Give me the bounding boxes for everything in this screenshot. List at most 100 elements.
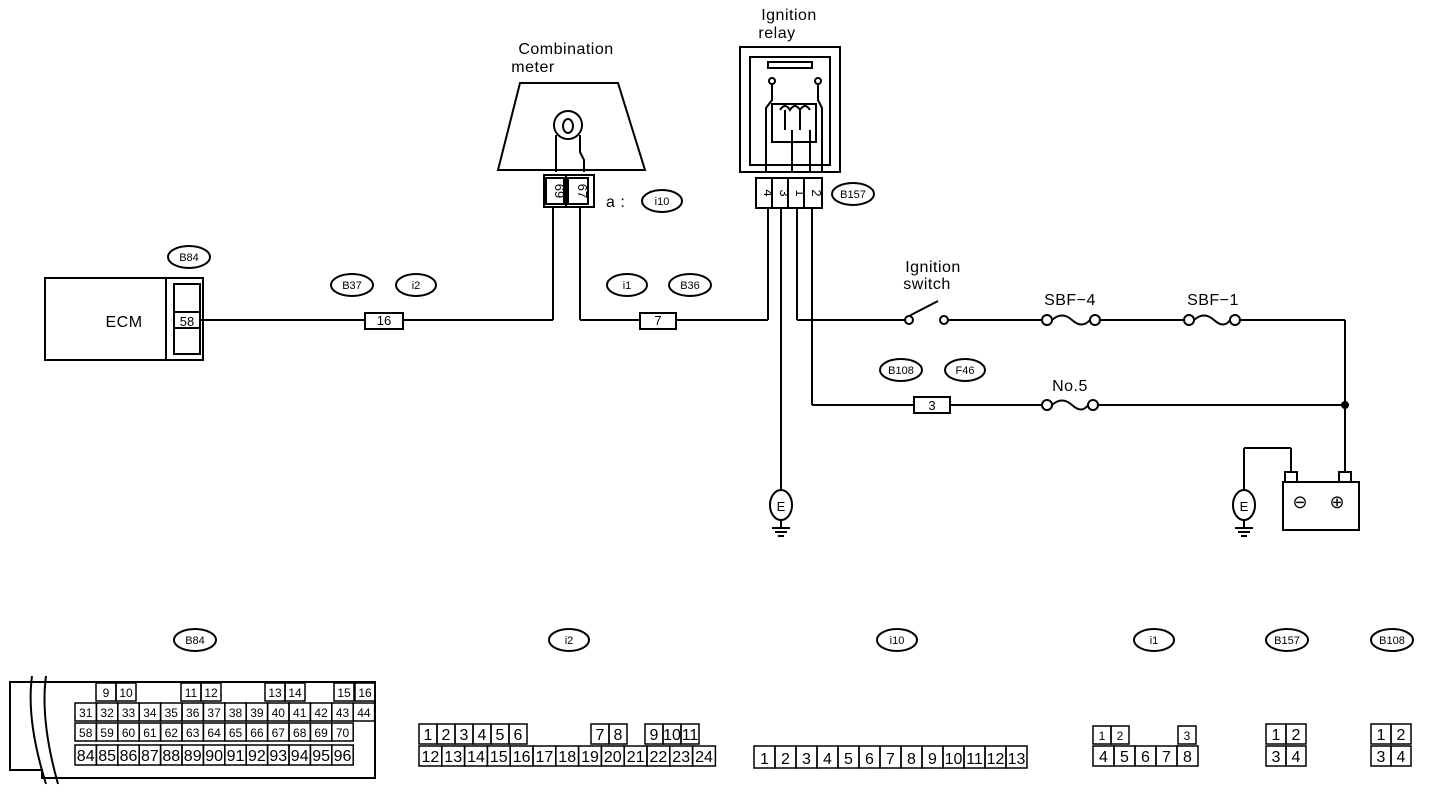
i1-pin-label: 8: [1183, 749, 1192, 766]
i2-pin-label: 20: [604, 749, 622, 766]
i2-cell: [508, 723, 528, 745]
label-b37: B37: [342, 280, 362, 292]
fuse-no5: [1041, 399, 1345, 411]
b84-pin-label: 33: [122, 706, 136, 720]
i2-pin-label: 8: [614, 727, 623, 744]
i10-pin-label: 3: [802, 751, 811, 768]
i10-pin-label: 12: [987, 751, 1005, 768]
oval-i10-view: [876, 628, 918, 652]
i10-pin-label: 10: [945, 751, 963, 768]
i2-pin-label: 7: [596, 727, 605, 744]
i2-pin-label: 3: [460, 727, 469, 744]
b108-pin-label: 1: [1377, 727, 1386, 744]
i10-cell: [1005, 745, 1028, 769]
i2-pin-label: 9: [650, 727, 659, 744]
ignition-switch-label-1: Ignition: [905, 259, 961, 276]
inline-pin-b37-i2: 16: [377, 313, 391, 328]
b157-cell: [1285, 723, 1307, 745]
oval-i1: [606, 273, 648, 297]
i10-pin-label: 11: [966, 751, 983, 768]
i2-pin-label: 14: [467, 749, 485, 766]
oval-b157-view: [1265, 628, 1309, 652]
b84-pin-label: 38: [229, 706, 243, 720]
i1-cell: [1110, 725, 1130, 745]
inline-pin-i1-b36: 7: [654, 313, 661, 328]
label-b157: B157: [840, 189, 866, 201]
i10-pin-label: 9: [928, 751, 937, 768]
oval-i2: [395, 273, 437, 297]
b84-pin-label: 42: [314, 706, 328, 720]
b84-pin-label: 12: [204, 686, 218, 700]
fuse-no5-label: No.5: [1052, 378, 1088, 395]
label-i1: i1: [623, 280, 632, 292]
connector-b84-housing: [9, 675, 376, 785]
oval-i1-view: [1133, 628, 1175, 652]
b84-cell: [333, 682, 355, 702]
oval-b108-view: [1370, 628, 1414, 652]
oval-b84: [167, 245, 211, 269]
combination-meter-label-2: meter: [511, 59, 555, 76]
i1-pin-label: 1: [1099, 729, 1106, 743]
b84-pin-label: 93: [269, 748, 287, 765]
b84-pin-label: 62: [165, 726, 179, 740]
ground-battery-label: E: [1240, 499, 1249, 514]
ignition-switch: [904, 300, 1043, 325]
ground-battery: [1232, 485, 1256, 537]
oval-i2-view: [548, 628, 590, 652]
b84-pin-label: 34: [143, 706, 157, 720]
b84-cell: [331, 722, 354, 742]
b84-pin-label: 65: [229, 726, 243, 740]
ecm-label: ECM: [105, 314, 142, 331]
relay-pin-1: 1: [793, 189, 808, 196]
b84-pin-label: 9: [103, 686, 110, 700]
label-b36: B36: [680, 280, 700, 292]
i2-pin-label: 13: [444, 749, 462, 766]
b84-pin-label: 13: [268, 686, 282, 700]
label-i2: i2: [412, 280, 421, 292]
b84-pin-label: 61: [143, 726, 157, 740]
b84-cell: [284, 682, 306, 702]
oval-f46: [944, 358, 986, 382]
relay-pin-4: 4: [761, 189, 776, 196]
b84-pin-label: 36: [186, 706, 200, 720]
i2-pin-label: 16: [513, 749, 531, 766]
fuse-sbf4: [1041, 314, 1185, 326]
i2-pin-label: 15: [490, 749, 508, 766]
label-i10-view: i10: [890, 635, 905, 647]
oval-b37: [330, 273, 374, 297]
b84-pin-label: 37: [207, 706, 221, 720]
i2-pin-label: 2: [442, 727, 451, 744]
i1-pin-label: 7: [1162, 749, 1171, 766]
b84-pin-label: 85: [98, 748, 116, 765]
fuse-sbf1: [1183, 314, 1345, 326]
b84-pin-label: 90: [205, 748, 223, 765]
label-i10: i10: [655, 196, 670, 208]
b157-pin-label: 1: [1272, 727, 1281, 744]
b84-cell: [200, 682, 222, 702]
i1-pin-label: 4: [1099, 749, 1108, 766]
i1-pin-label: 5: [1120, 749, 1129, 766]
i2-pin-label: 10: [663, 727, 681, 744]
b84-pin-label: 86: [120, 748, 138, 765]
b84-pin-label: 43: [336, 706, 350, 720]
label-b84: B84: [179, 252, 199, 264]
b84-pin-label: 10: [119, 686, 133, 700]
b84-pin-label: 84: [77, 748, 95, 765]
b84-pin-label: 89: [184, 748, 202, 765]
b84-pin-label: 16: [358, 686, 372, 700]
i1-pin-label: 6: [1141, 749, 1150, 766]
i10-pin-label: 7: [886, 751, 895, 768]
i2-pin-label: 6: [514, 727, 523, 744]
i2-pin-label: 5: [496, 727, 505, 744]
combination-meter: [496, 82, 647, 208]
i10-pin-label: 8: [907, 751, 916, 768]
i1-cell: [1176, 745, 1199, 767]
oval-b108: [879, 358, 923, 382]
ignition-switch-label-2: switch: [903, 276, 950, 293]
b84-pin-label: 94: [291, 748, 309, 765]
b108-pin-label: 3: [1377, 749, 1386, 766]
battery-negative: ⊖: [1292, 492, 1307, 512]
